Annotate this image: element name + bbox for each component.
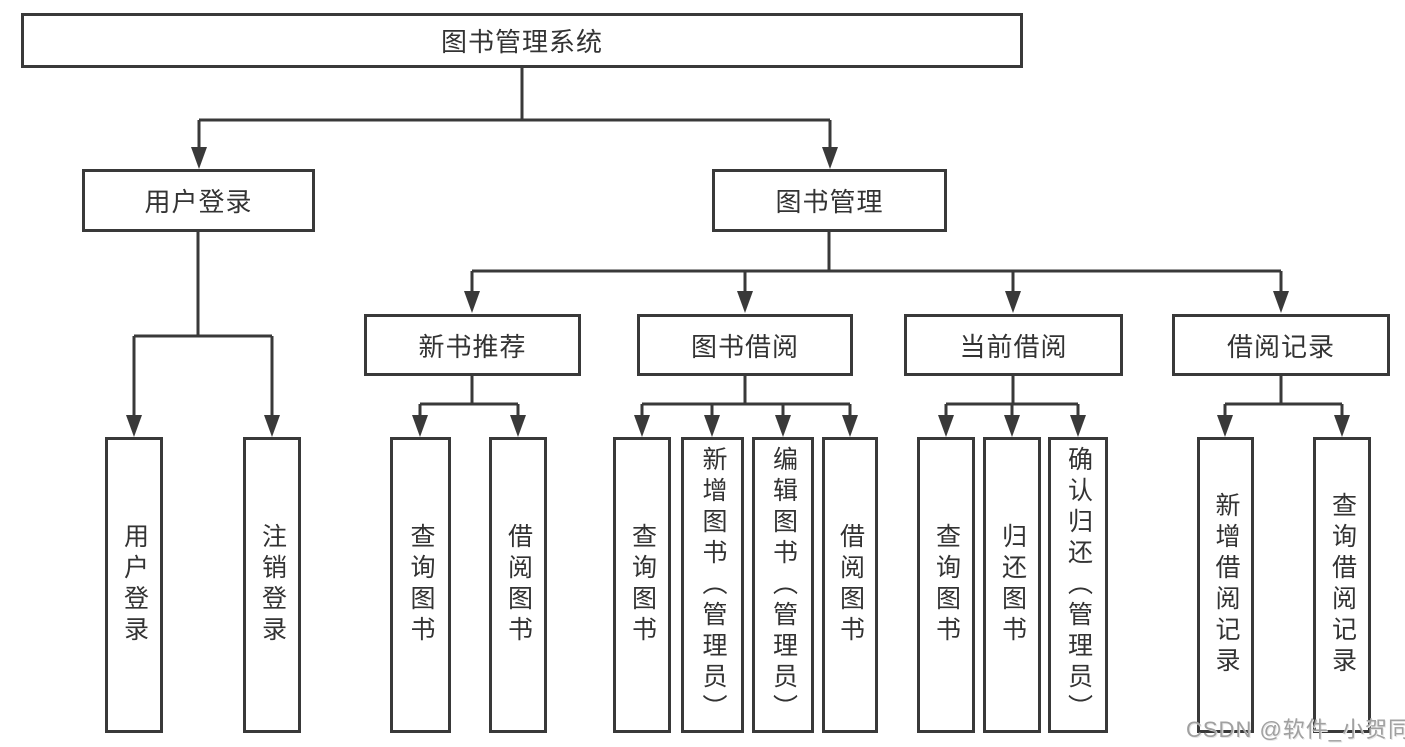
node-book-borrow: 图书借阅 xyxy=(637,314,853,376)
connector-current-borrow-split xyxy=(938,376,1086,437)
leaf-add-borrow-record: 新增借阅记录 xyxy=(1197,437,1254,733)
leaf-add-book-admin: 新增图书（管理员） xyxy=(681,437,744,733)
connector-root-split xyxy=(191,68,838,169)
leaf-user-login: 用户登录 xyxy=(105,437,163,733)
leaf-query-borrow-record: 查询借阅记录 xyxy=(1313,437,1371,733)
connector-book-borrow-split xyxy=(634,376,858,437)
node-new-book-recommend: 新书推荐 xyxy=(364,314,581,376)
leaf-query-book-3: 查询图书 xyxy=(917,437,975,733)
node-book-management: 图书管理 xyxy=(712,169,947,232)
leaf-edit-book-admin: 编辑图书（管理员） xyxy=(752,437,814,733)
leaf-borrow-book-1: 借阅图书 xyxy=(489,437,547,733)
node-borrow-record: 借阅记录 xyxy=(1172,314,1390,376)
node-current-borrow: 当前借阅 xyxy=(904,314,1123,376)
leaf-query-book-2: 查询图书 xyxy=(613,437,671,733)
connector-borrow-record-split xyxy=(1217,376,1350,437)
leaf-query-book-1: 查询图书 xyxy=(390,437,451,733)
node-root-library-system: 图书管理系统 xyxy=(21,13,1023,68)
leaf-confirm-return-admin: 确认归还（管理员） xyxy=(1048,437,1108,733)
connector-new-book-split xyxy=(412,376,526,437)
leaf-logout: 注销登录 xyxy=(243,437,301,733)
node-user-login: 用户登录 xyxy=(82,169,315,232)
connector-book-management-split xyxy=(464,232,1289,313)
connector-user-login-split xyxy=(126,232,280,437)
csdn-watermark: CSDN @软件_小贺同学 xyxy=(1186,717,1405,742)
leaf-borrow-book-2: 借阅图书 xyxy=(822,437,878,733)
leaf-return-book: 归还图书 xyxy=(983,437,1041,733)
